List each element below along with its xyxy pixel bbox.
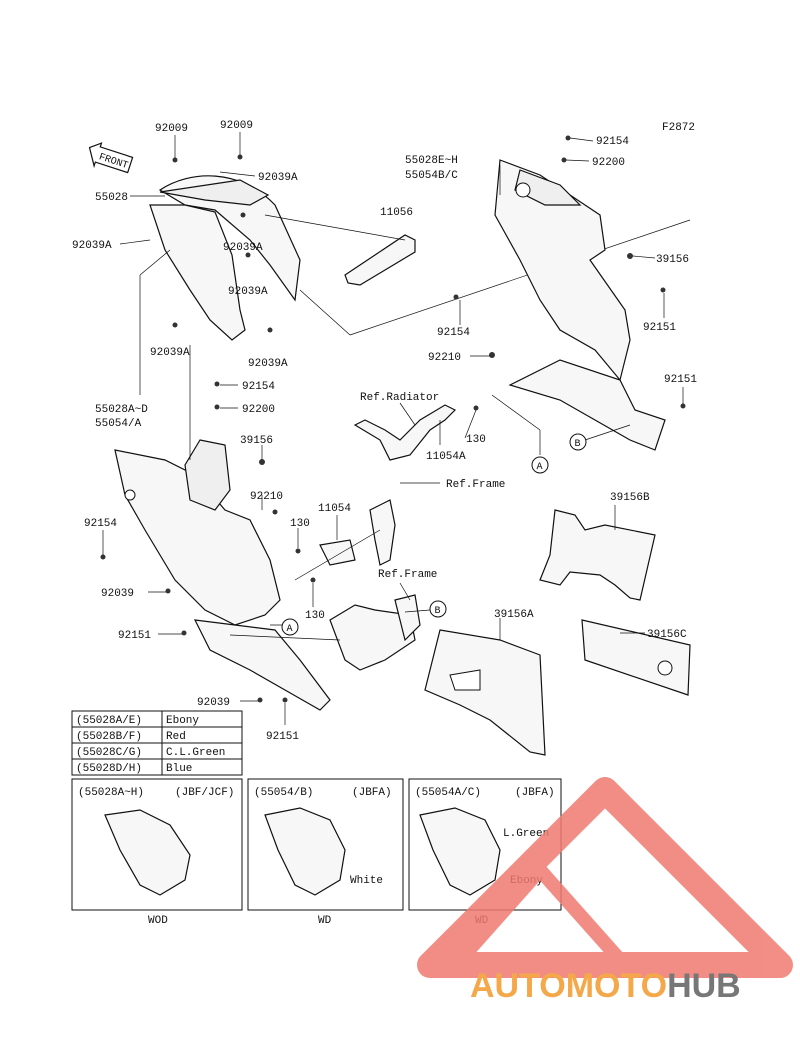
marker-a: A <box>281 618 299 636</box>
part-label: 92009 <box>155 123 188 135</box>
color-name: C.L.Green <box>166 747 225 759</box>
part-label: 11056 <box>380 207 413 219</box>
part-label: 130 <box>466 434 486 446</box>
sticker-39156B-part <box>539 509 656 601</box>
color-name: Red <box>166 731 186 743</box>
svg-text:B: B <box>435 606 441 617</box>
svg-text:(55054/B): (55054/B) <box>254 787 313 799</box>
part-label: 39156 <box>240 435 273 447</box>
svg-text:(55054A/C): (55054A/C) <box>415 787 481 799</box>
part-label: 92039A <box>223 242 263 254</box>
part-label: 92154 <box>596 136 629 148</box>
part-label: 39156 <box>656 254 689 266</box>
right-cowl-part <box>494 159 666 451</box>
part-label: 130 <box>290 518 310 530</box>
leader-lines <box>102 132 684 725</box>
sticker-39156A-part <box>424 629 546 756</box>
part-label: 92210 <box>428 352 461 364</box>
part-label: 55054/A <box>95 418 142 430</box>
part-label: 39156C <box>647 629 687 641</box>
svg-text:(JBFA): (JBFA) <box>352 787 392 799</box>
variant-panel-1: (55028A~H) (JBF/JCF) WOD <box>71 778 243 927</box>
part-label: 39156A <box>494 609 534 621</box>
part-label: 92210 <box>250 491 283 503</box>
diagram-code: F2872 <box>662 122 695 134</box>
part-label: 39156B <box>610 492 650 504</box>
part-label: 92154 <box>242 381 275 393</box>
color-code: (55028C/G) <box>76 747 142 759</box>
variant-caption: WD <box>318 915 332 927</box>
color-name: Ebony <box>166 715 199 727</box>
front-arrow-icon: FRONT <box>88 142 134 174</box>
ref-label: Ref.Frame <box>446 479 505 491</box>
part-label: 92039 <box>101 588 134 600</box>
variant-panel-2: (55054/B) (JBFA) White WD <box>247 778 404 927</box>
svg-text:(JBFA): (JBFA) <box>515 787 555 799</box>
marker-b: B <box>569 433 587 451</box>
variant-caption: WOD <box>148 915 168 927</box>
part-label: 130 <box>305 610 325 622</box>
part-label: 92039A <box>228 286 268 298</box>
watermark-logo-icon <box>417 777 793 978</box>
watermark-text: AUTOMOTOHUB <box>470 967 741 1005</box>
part-label: 55028A~D <box>95 404 148 416</box>
marker-a: A <box>531 456 549 474</box>
ref-label: Ref.Radiator <box>360 392 439 404</box>
svg-text:(JBF/JCF): (JBF/JCF) <box>175 787 234 799</box>
part-label: 55054B/C <box>405 170 458 182</box>
upper-cowl-part <box>149 175 301 341</box>
variant-color-label: White <box>350 875 383 887</box>
part-label: 92154 <box>84 518 117 530</box>
color-name: Blue <box>166 763 192 775</box>
frame-bracket-part <box>229 404 457 671</box>
part-label: 92200 <box>592 157 625 169</box>
bolts <box>100 135 686 703</box>
part-label: 92009 <box>220 120 253 132</box>
part-label: 92039 <box>197 697 230 709</box>
color-code: (55028B/F) <box>76 731 142 743</box>
part-label: 55028E~H <box>405 155 458 167</box>
svg-text:B: B <box>575 439 581 450</box>
part-label: 92151 <box>664 374 697 386</box>
bracket-11056-part <box>264 214 691 336</box>
part-label: 92151 <box>643 322 676 334</box>
svg-text:A: A <box>537 462 543 473</box>
part-label: 11054 <box>318 503 351 515</box>
part-label: 92039A <box>258 172 298 184</box>
part-label: 92200 <box>242 404 275 416</box>
part-label: 92039A <box>248 358 288 370</box>
variant-color-label: L.Green <box>503 828 549 840</box>
left-cowl-part <box>114 439 331 711</box>
part-label: 92039A <box>72 240 112 252</box>
color-code: (55028D/H) <box>76 763 142 775</box>
color-table: (55028A/E) Ebony (55028B/F) Red (55028C/… <box>71 710 243 776</box>
color-code: (55028A/E) <box>76 715 142 727</box>
part-label: 92151 <box>266 731 299 743</box>
sticker-39156C-part <box>581 619 691 696</box>
ref-label: Ref.Frame <box>378 569 437 581</box>
svg-text:(55028A~H): (55028A~H) <box>78 787 144 799</box>
part-label: 92151 <box>118 630 151 642</box>
svg-text:A: A <box>287 624 293 635</box>
part-labels: 92009 92009 55028 92039A 92039A 92039A 9… <box>72 120 697 743</box>
part-label: 11054A <box>426 451 466 463</box>
marker-b: B <box>429 600 447 618</box>
part-label: 55028 <box>95 192 128 204</box>
part-label: 92039A <box>150 347 190 359</box>
part-label: 92154 <box>437 327 470 339</box>
